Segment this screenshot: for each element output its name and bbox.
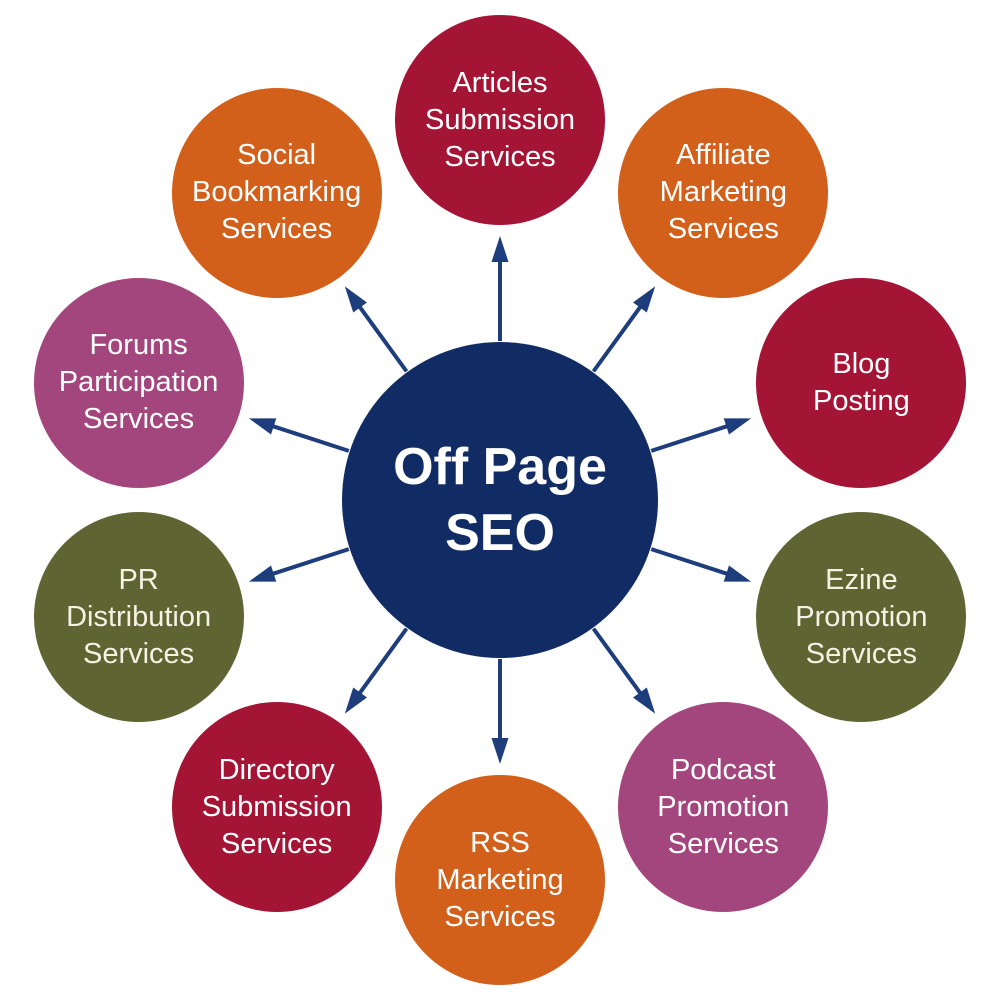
center-node: Off Page SEO: [342, 342, 658, 658]
arrow-podcast-promotion-services-head: [633, 687, 656, 714]
arrow-forums-participation-services-head: [248, 418, 277, 435]
node-blog-posting-line-2: Posting: [813, 384, 910, 417]
arrow-affiliate-marketing-services-head: [633, 286, 656, 313]
node-affiliate-marketing-services-line-1: Affiliate: [676, 139, 771, 172]
node-ezine-promotion-services-line-3: Services: [805, 637, 917, 670]
center-label-line-1: Off Page: [393, 438, 607, 496]
arrow-pr-distribution-services: [248, 547, 350, 582]
arrow-articles-submission-services: [491, 236, 509, 341]
node-podcast-promotion-services-line-2: Promotion: [657, 790, 790, 823]
arrow-social-bookmarking-services: [344, 286, 409, 373]
node-affiliate-marketing-services-line-3: Services: [667, 213, 779, 246]
node-forums-participation-services-line-3: Services: [82, 403, 195, 436]
center-label-line-2: SEO: [445, 504, 555, 562]
node-pr-distribution-services-line-2: Distribution: [66, 600, 212, 633]
arrow-affiliate-marketing-services-shaft: [591, 304, 643, 373]
node-pr-distribution-services-line-1: PR: [118, 563, 159, 596]
arrow-affiliate-marketing-services: [591, 286, 656, 373]
node-articles-submission-services-line-1: Articles: [452, 66, 548, 99]
arrow-rss-marketing-services-head: [491, 738, 509, 764]
arrow-directory-submission-services-shaft: [357, 627, 409, 696]
arrow-directory-submission-services-head: [344, 687, 367, 714]
node-directory-submission-services-line-2: Submission: [201, 790, 352, 823]
arrow-ezine-promotion-services: [650, 547, 752, 582]
node-affiliate-marketing-services-line-2: Marketing: [659, 176, 787, 209]
arrow-social-bookmarking-services-shaft: [357, 304, 409, 373]
node-ezine-promotion-services-line-2: Promotion: [795, 600, 928, 633]
arrow-blog-posting-shaft: [650, 423, 729, 453]
arrow-blog-posting-head: [723, 418, 752, 435]
arrow-ezine-promotion-services-head: [723, 565, 752, 582]
node-rss-marketing-services-line-2: Marketing: [436, 863, 564, 896]
node-ezine-promotion-services-line-1: Ezine: [825, 563, 898, 596]
node-articles-submission-services-line-3: Services: [444, 140, 556, 173]
node-rss-marketing-services-line-3: Services: [444, 900, 556, 933]
node-directory-submission-services-line-1: Directory: [218, 753, 335, 786]
node-rss-marketing-services-line-1: RSS: [470, 826, 530, 859]
arrow-social-bookmarking-services-head: [344, 286, 367, 313]
node-articles-submission-services-line-2: Submission: [425, 103, 575, 136]
arrow-rss-marketing-services: [491, 659, 509, 764]
node-blog-posting-line-1: Blog: [832, 347, 891, 380]
node-podcast-promotion-services-line-1: Podcast: [670, 753, 776, 786]
node-directory-submission-services-line-3: Services: [221, 827, 333, 860]
arrow-podcast-promotion-services: [591, 627, 656, 714]
node-forums-participation-services-line-2: Participation: [58, 366, 219, 399]
node-social-bookmarking-services-line-2: Bookmarking: [192, 176, 362, 209]
arrow-ezine-promotion-services-shaft: [650, 547, 729, 577]
arrow-articles-submission-services-head: [491, 236, 509, 262]
arrow-blog-posting: [650, 418, 752, 453]
node-podcast-promotion-services-line-3: Services: [667, 827, 779, 860]
node-social-bookmarking-services-line-1: Social: [237, 139, 317, 172]
arrow-forums-participation-services-shaft: [271, 423, 350, 453]
node-pr-distribution-services-line-3: Services: [82, 637, 195, 670]
node-social-bookmarking-services-line-3: Services: [221, 213, 333, 246]
arrow-forums-participation-services: [248, 418, 350, 453]
arrow-pr-distribution-services-shaft: [271, 547, 350, 577]
arrow-podcast-promotion-services-shaft: [591, 627, 643, 696]
arrow-directory-submission-services: [344, 627, 409, 714]
arrow-pr-distribution-services-head: [248, 565, 277, 582]
node-forums-participation-services-line-1: Forums: [89, 329, 188, 362]
